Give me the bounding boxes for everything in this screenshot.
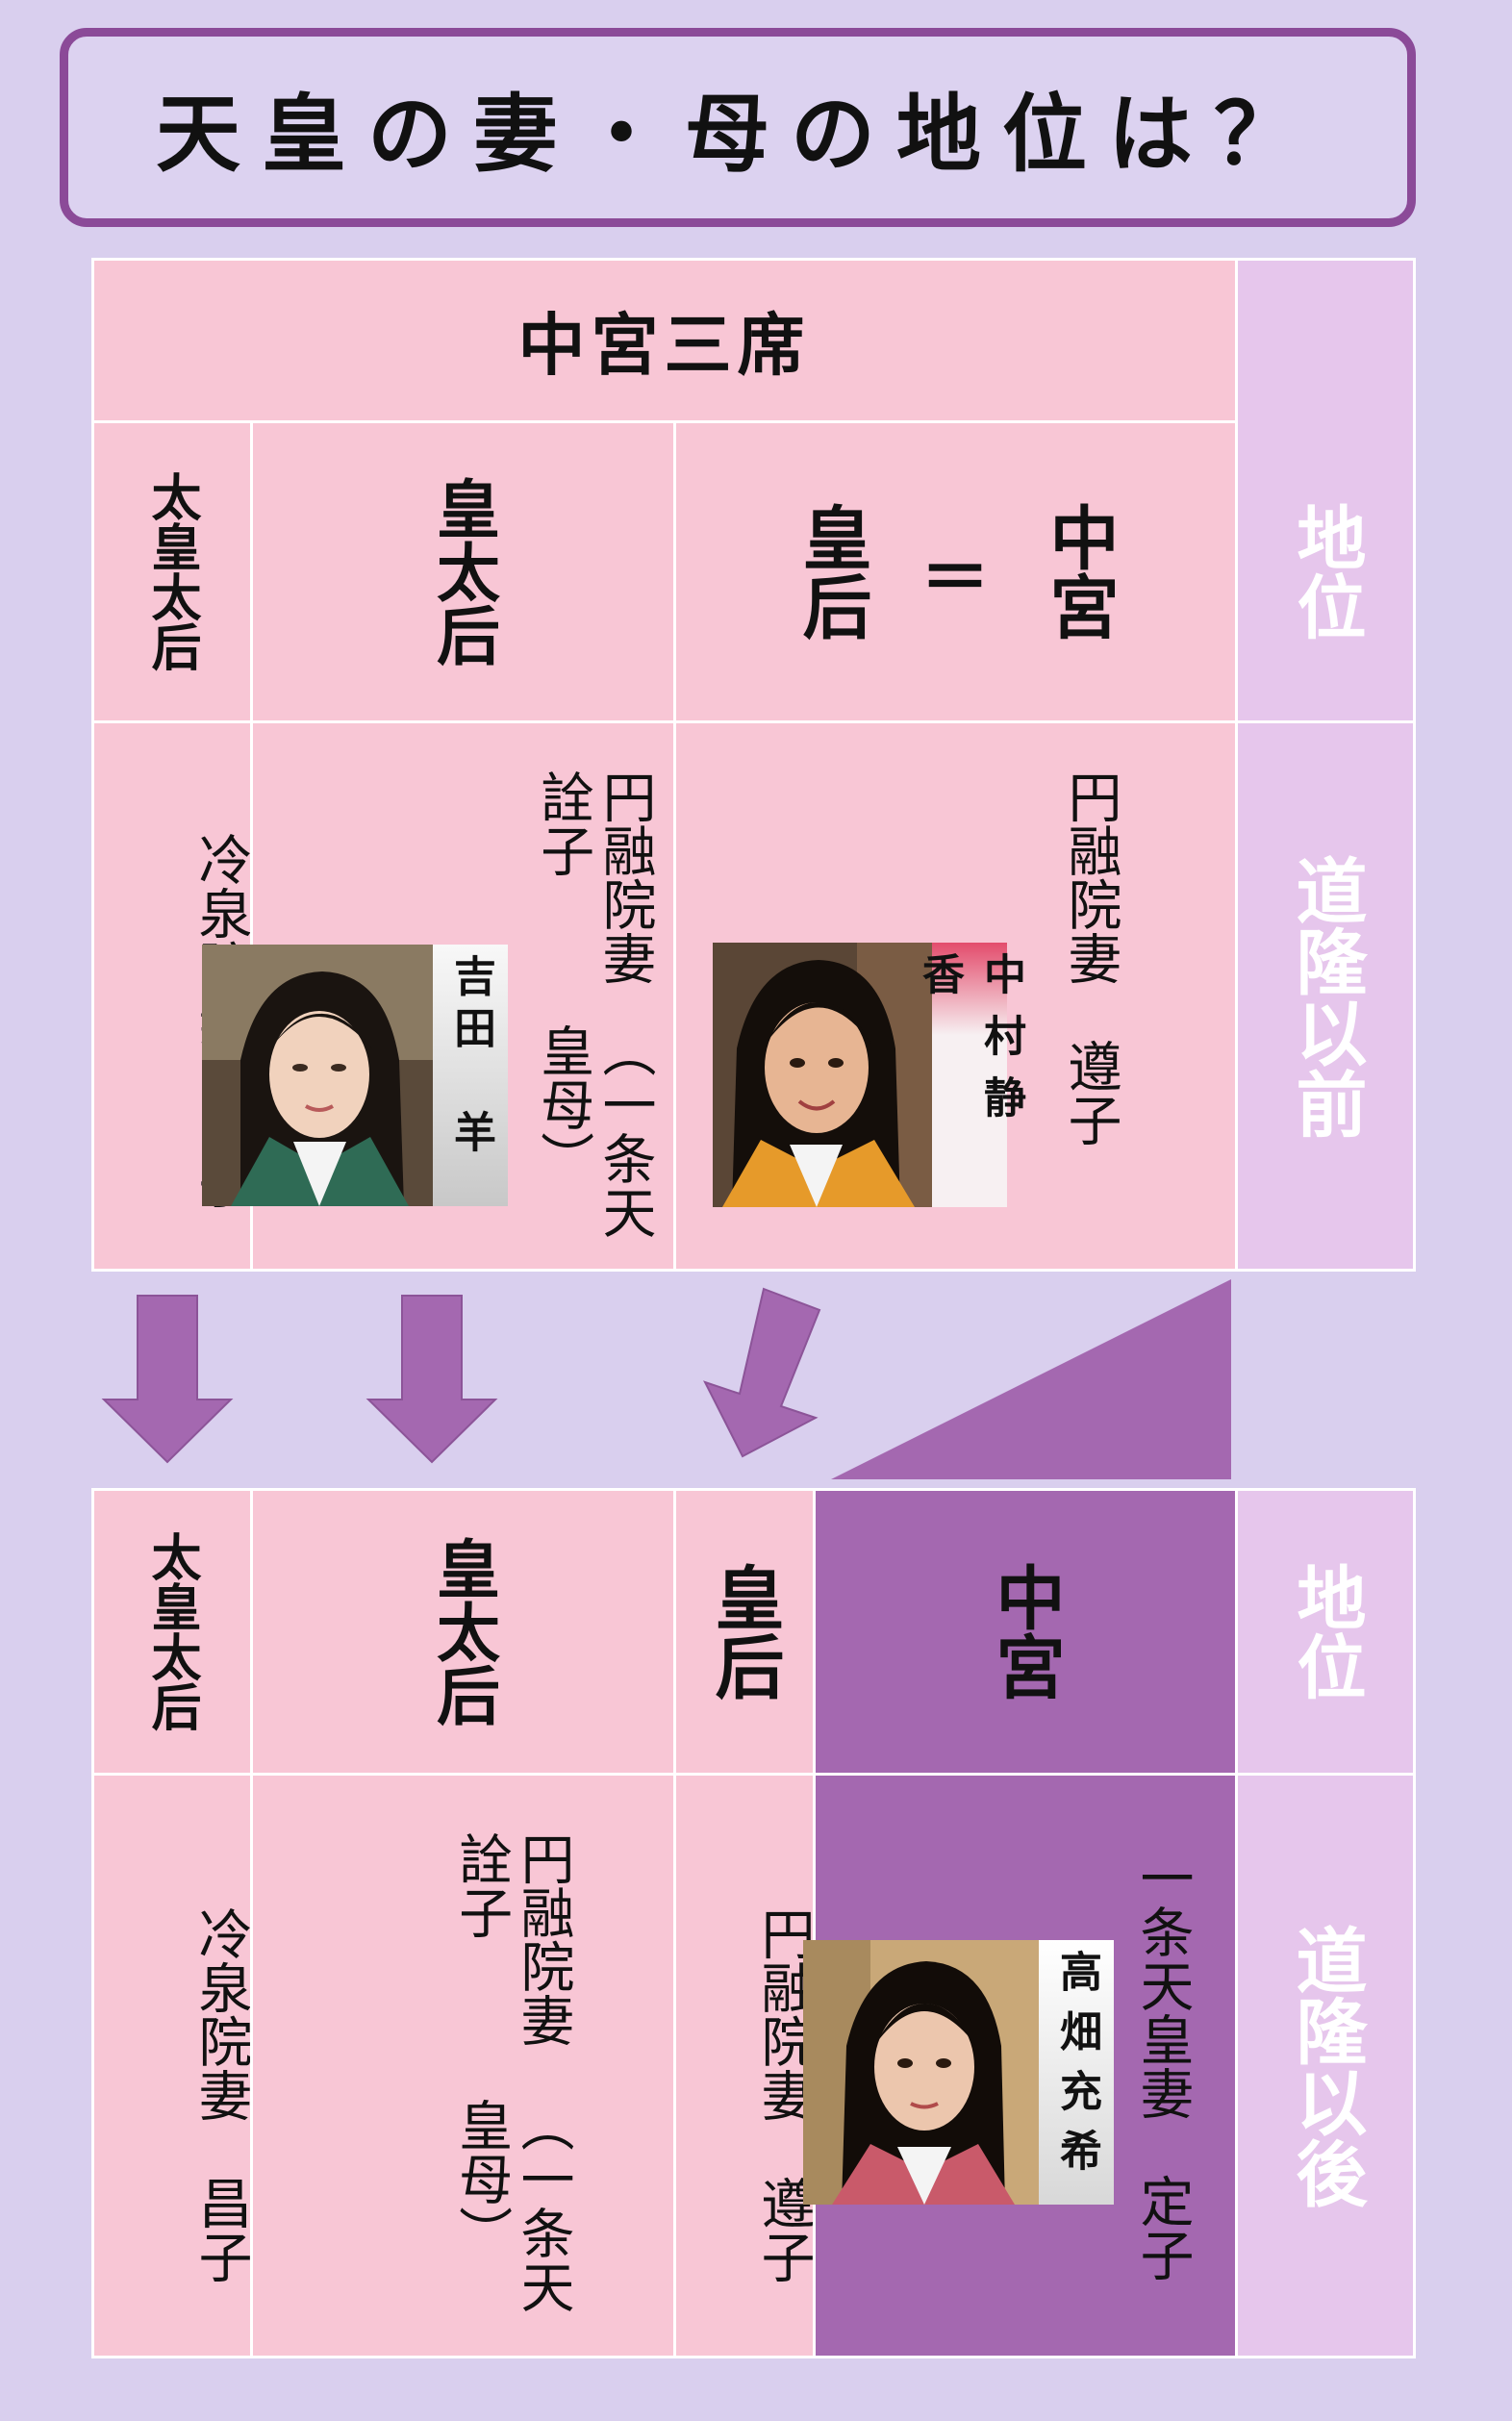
actor-tag-nakamura: 中村静香 [915,943,1025,1207]
gridline [92,2356,1416,2358]
transition-arrows [101,1279,1231,1479]
top-header-label: 中宮三席 [517,305,811,385]
gridline [91,258,94,1272]
gridline [813,1488,816,2358]
portrait-yoshida [202,945,433,1206]
bottom-rank-grand-empress-dowager: 太皇太后 [142,1531,200,1731]
top-rank-empress-dowager: 皇太后 [426,476,500,667]
top-rank-kogo: 皇后 [790,502,871,641]
top-side-status: 地位 [1285,502,1366,641]
bottom-person-ichijo-teishi: 一条天皇妻 定子 [1131,1851,1194,2282]
bottom-rank-chugu: 中宮 [984,1562,1065,1701]
top-person-enyu-senshi: 円融院妻 詮子 （一条天皇母） [531,769,656,1239]
top-rank-grand-empress-dowager: 太皇太后 [142,471,200,671]
top-rank-kogo-chugu: 皇后 ＝ 中宮 [674,421,1236,721]
bottom-side-period: 道隆以後 [1284,1923,1367,2208]
down-left-arrow-icon [703,1287,821,1458]
gridline [1413,1488,1416,2358]
title-box: 天皇の妻・母の地位は？ [60,28,1416,227]
actor-tag-yoshida: 吉田 羊 [433,945,508,1206]
gridline [92,1269,1416,1272]
triangle-accent [831,1279,1231,1479]
bottom-table-bg [92,1489,814,2358]
gridline [250,1488,253,2358]
bottom-chugu-bg [814,1489,1236,2358]
gridline [92,720,1416,723]
gridline [92,1488,1416,1491]
portrait-takahata [803,1940,1039,2205]
top-side-period: 道隆以前 [1284,854,1367,1139]
top-header-cell: 中宮三席 [92,258,1236,421]
gridline [1235,1488,1238,2358]
gridline [91,1488,94,2358]
gridline [1235,258,1238,1272]
bottom-person-enyu-junshi: 円融院妻 遵子 [752,1905,815,2283]
bottom-person-reizei: 冷泉院妻 昌子 [189,1905,252,2283]
down-arrow-icon [365,1295,498,1464]
gridline [250,420,253,1272]
bottom-side-status: 地位 [1285,1562,1366,1701]
bottom-rank-empress-dowager: 皇太后 [426,1536,500,1727]
equals-sign: ＝ [920,537,990,618]
top-rank-chugu: 中宮 [1038,502,1119,641]
top-side-bg [1236,258,1416,1272]
bottom-person-enyu-senshi: 円融院妻 詮子 （一条天皇母） [449,1831,574,2313]
top-person-enyu-junshi: 円融院妻 遵子 [1059,769,1121,1147]
down-arrow-icon [101,1295,234,1464]
actor-tag-takahata: 高畑充希 [1039,1940,1114,2205]
gridline [92,258,1416,261]
gridline [92,1773,1416,1776]
gridline [673,420,676,1272]
gridline [92,420,1236,423]
bottom-rank-kogo: 皇后 [703,1562,784,1701]
portrait-nakamura [713,943,932,1207]
gridline [1413,258,1416,1272]
page-title: 天皇の妻・母の地位は？ [155,84,1320,184]
gridline [673,1488,676,2358]
bottom-side-bg [1236,1489,1416,2358]
